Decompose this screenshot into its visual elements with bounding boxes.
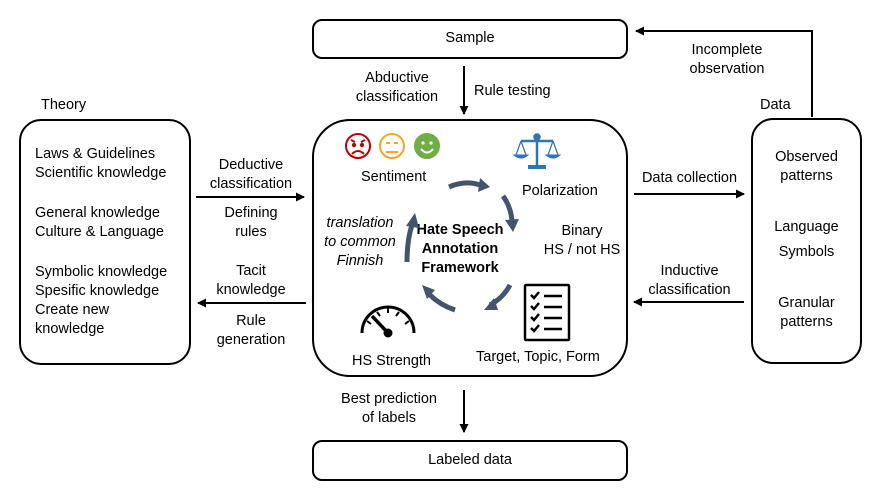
data-item: Granular — [778, 295, 835, 311]
deductive-label: Deductive — [218, 157, 284, 173]
theory-item: Symbolic knowledge — [35, 264, 168, 280]
framework-title: Framework — [421, 260, 499, 276]
theory-item: Create new — [35, 302, 110, 318]
rule-generation-label: Rule — [236, 313, 266, 329]
theory-title: Theory — [41, 97, 87, 113]
incomplete-observation-label: observation — [689, 61, 765, 77]
theory-box — [19, 119, 191, 365]
theory-item: knowledge — [35, 321, 105, 337]
labeled-data-box — [312, 440, 628, 481]
data-box — [751, 118, 862, 364]
cycle-arrowhead-bottom-left — [422, 285, 435, 299]
labeled-data-label: Labeled data — [428, 452, 512, 468]
data-title: Data — [760, 97, 791, 113]
inductive-label: Inductive — [660, 263, 719, 279]
theory-item: Spesific knowledge — [35, 283, 160, 299]
happy-face-icon — [414, 133, 440, 159]
hs-strength-label: HS Strength — [352, 353, 431, 369]
translation-label: to common — [324, 234, 396, 250]
best-prediction-label: of labels — [361, 410, 416, 426]
framework-title: Annotation — [421, 241, 499, 257]
sentiment-label: Sentiment — [361, 169, 427, 185]
deductive-label: classification — [209, 176, 293, 192]
speedometer-icon — [360, 305, 416, 338]
sample-label: Sample — [445, 30, 495, 46]
angry-face-icon — [345, 133, 371, 159]
annotation-cycle — [404, 178, 519, 313]
cycle-arrowhead-left — [406, 213, 419, 228]
checklist-icon — [523, 283, 571, 342]
incomplete-observation-arrow — [635, 26, 813, 117]
translation-label: Finnish — [336, 253, 384, 269]
binary-label: HS / not HS — [543, 242, 621, 258]
data-collection-label: Data collection — [641, 170, 738, 186]
cycle-arrow-right — [500, 194, 515, 222]
binary-label: Binary — [561, 223, 603, 239]
translation-label: translation — [326, 215, 394, 231]
tacit-knowledge-label: Tacit — [236, 263, 266, 279]
rule-generation-label: generation — [216, 332, 286, 348]
theory-item: General knowledge — [35, 205, 160, 221]
theory-item: Culture & Language — [35, 224, 164, 240]
defining-rules-label: rules — [235, 224, 267, 240]
data-item: patterns — [780, 314, 833, 330]
data-item: Language — [774, 219, 839, 235]
cycle-arrow-bottom-left — [428, 293, 456, 313]
data-item: patterns — [780, 168, 833, 184]
target-topic-form-label: Target, Topic, Form — [476, 349, 600, 365]
cycle-arrowhead-top — [478, 178, 490, 192]
defining-rules-label: Defining — [224, 205, 278, 221]
data-item: Observed — [775, 149, 838, 165]
cycle-arrow-left — [404, 224, 415, 263]
sample-box — [312, 19, 628, 59]
rule-testing-label: Rule testing — [474, 83, 551, 99]
data-item: Symbols — [778, 244, 835, 260]
cycle-arrowhead-right — [505, 219, 519, 232]
abductive-label: classification — [355, 89, 439, 105]
framework-box — [312, 119, 628, 377]
framework-title: Hate Speech — [416, 222, 504, 238]
balance-scale-icon — [512, 133, 562, 169]
inductive-label: classification — [648, 282, 731, 298]
tacit-knowledge-label: knowledge — [216, 282, 286, 298]
theory-item: Laws & Guidelines — [35, 146, 156, 162]
cycle-arrow-top — [447, 180, 481, 190]
abductive-label: Abductive — [365, 70, 429, 86]
neutral-face-icon — [379, 133, 405, 159]
best-prediction-label: Best prediction — [341, 391, 437, 407]
polarization-label: Polarization — [522, 183, 598, 199]
incomplete-observation-label: Incomplete — [691, 42, 763, 58]
cycle-arrowhead-bottom-right — [484, 298, 498, 310]
theory-item: Scientific knowledge — [35, 165, 167, 181]
